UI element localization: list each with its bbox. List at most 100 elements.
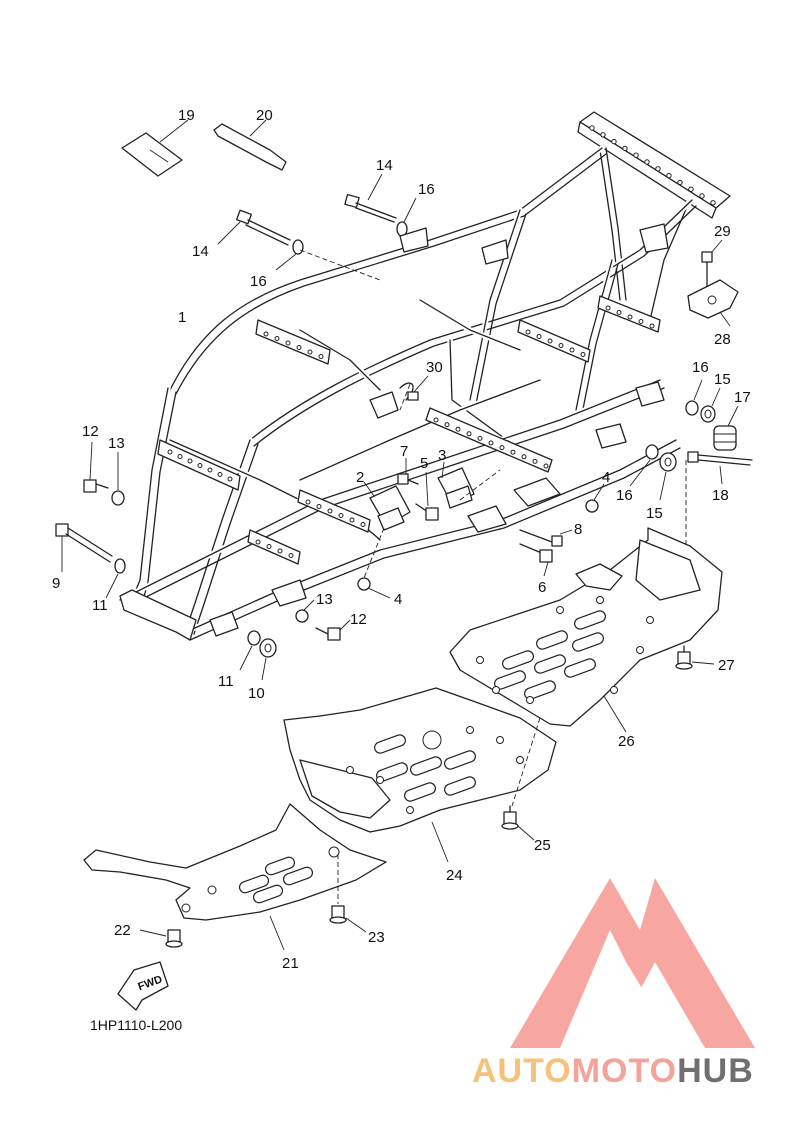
callout-15a: 15 bbox=[714, 371, 731, 388]
perforation bbox=[318, 354, 324, 359]
washer-16c bbox=[685, 379, 703, 416]
nut-4a bbox=[585, 483, 605, 513]
part-26-rear-skid-plate bbox=[449, 527, 723, 733]
brand-hub: HUB bbox=[677, 1052, 754, 1090]
frame-perforations bbox=[167, 125, 716, 558]
skid-hole bbox=[526, 696, 534, 704]
nut-15a bbox=[700, 387, 721, 423]
perforation bbox=[580, 352, 586, 357]
perforation bbox=[627, 314, 633, 320]
bolt-14b bbox=[217, 209, 291, 246]
perforation bbox=[433, 417, 439, 423]
callout-16d: 16 bbox=[616, 487, 633, 504]
callout-12a: 12 bbox=[82, 423, 99, 440]
callout-11b: 11 bbox=[218, 673, 234, 690]
perforation bbox=[536, 334, 542, 339]
skid-slot bbox=[524, 680, 556, 700]
part-8-bolt bbox=[519, 529, 573, 547]
callout-9: 9 bbox=[52, 575, 60, 592]
callout-2: 2 bbox=[356, 469, 364, 486]
perforation bbox=[638, 319, 644, 324]
perforation bbox=[466, 431, 472, 437]
part-20-axle-pin bbox=[213, 119, 287, 171]
callout-25: 25 bbox=[534, 837, 551, 854]
perforation bbox=[327, 508, 333, 514]
callout-21: 21 bbox=[282, 955, 299, 972]
perforation bbox=[167, 449, 173, 455]
logo-inner-cut bbox=[600, 965, 655, 1010]
callout-19: 19 bbox=[178, 107, 195, 124]
callout-10: 10 bbox=[248, 685, 265, 702]
perforation bbox=[288, 553, 294, 558]
skid-slot bbox=[410, 756, 442, 776]
perforation bbox=[255, 539, 261, 545]
perforation bbox=[688, 186, 694, 192]
skid-slot bbox=[264, 856, 296, 876]
washer-11b bbox=[239, 630, 261, 671]
washer-11a bbox=[105, 558, 126, 599]
perforation bbox=[569, 347, 575, 353]
skid-hole bbox=[610, 686, 618, 694]
callout-3: 3 bbox=[438, 447, 446, 464]
brand-logo-triangle bbox=[510, 878, 755, 1048]
perforation bbox=[699, 193, 705, 199]
callout-11a: 11 bbox=[92, 597, 108, 614]
skid-hole bbox=[636, 646, 644, 654]
dash-2-4b bbox=[363, 527, 385, 579]
part-5-bolt bbox=[415, 471, 439, 521]
part-3-engine-mount bbox=[437, 461, 475, 509]
part-7-bolt bbox=[397, 458, 419, 485]
skid-hole bbox=[466, 726, 474, 734]
perforation bbox=[307, 349, 313, 355]
skid-hole bbox=[496, 736, 504, 744]
callout-22: 22 bbox=[114, 922, 131, 939]
perforation bbox=[227, 476, 233, 482]
bolt-23 bbox=[329, 905, 367, 933]
skid-slot bbox=[502, 650, 534, 670]
perforation bbox=[677, 179, 683, 186]
callout-4b: 4 bbox=[394, 591, 402, 608]
skid-slot bbox=[238, 874, 270, 894]
callout-27: 27 bbox=[718, 657, 735, 674]
perforation bbox=[316, 504, 322, 509]
skid-slot bbox=[282, 866, 314, 886]
skid-slot bbox=[574, 610, 606, 630]
skid-slot bbox=[534, 654, 566, 674]
perforation bbox=[649, 323, 655, 329]
callout-29: 29 bbox=[714, 223, 731, 240]
part-1-main-frame bbox=[117, 111, 731, 641]
skid-slot bbox=[572, 632, 604, 652]
skid-slot bbox=[374, 734, 406, 754]
part-2-engine-mount bbox=[363, 481, 411, 531]
callout-16b: 16 bbox=[250, 273, 267, 290]
perforation bbox=[633, 152, 639, 158]
bolt-12a bbox=[83, 441, 109, 493]
perforation bbox=[547, 338, 553, 344]
skid-slot bbox=[536, 630, 568, 650]
part-26-slots bbox=[476, 596, 654, 704]
bolt-25 bbox=[501, 805, 535, 841]
perforation bbox=[277, 548, 283, 554]
washer-16d bbox=[629, 444, 659, 487]
perforation bbox=[296, 345, 302, 350]
callout-30: 30 bbox=[426, 359, 443, 376]
perforation bbox=[605, 305, 611, 311]
skid-hole bbox=[646, 616, 654, 624]
perforation bbox=[644, 159, 650, 165]
callout-26: 26 bbox=[618, 733, 635, 750]
washer-16a bbox=[396, 197, 417, 237]
part-28-bracket bbox=[687, 279, 739, 327]
perforation bbox=[499, 445, 505, 451]
skid-hole bbox=[376, 776, 384, 784]
part-21-front-skid-plate bbox=[83, 803, 387, 951]
skid-slot bbox=[444, 776, 476, 796]
part-29-bolt bbox=[701, 239, 723, 287]
perforation bbox=[616, 310, 622, 315]
washer-13b bbox=[295, 599, 315, 623]
callout-13b: 13 bbox=[316, 591, 333, 608]
dash-14b bbox=[299, 249, 381, 281]
fwd-arrow-icon: FWD bbox=[117, 961, 169, 1011]
perforation bbox=[187, 458, 193, 464]
part-6-bolt bbox=[519, 543, 553, 577]
